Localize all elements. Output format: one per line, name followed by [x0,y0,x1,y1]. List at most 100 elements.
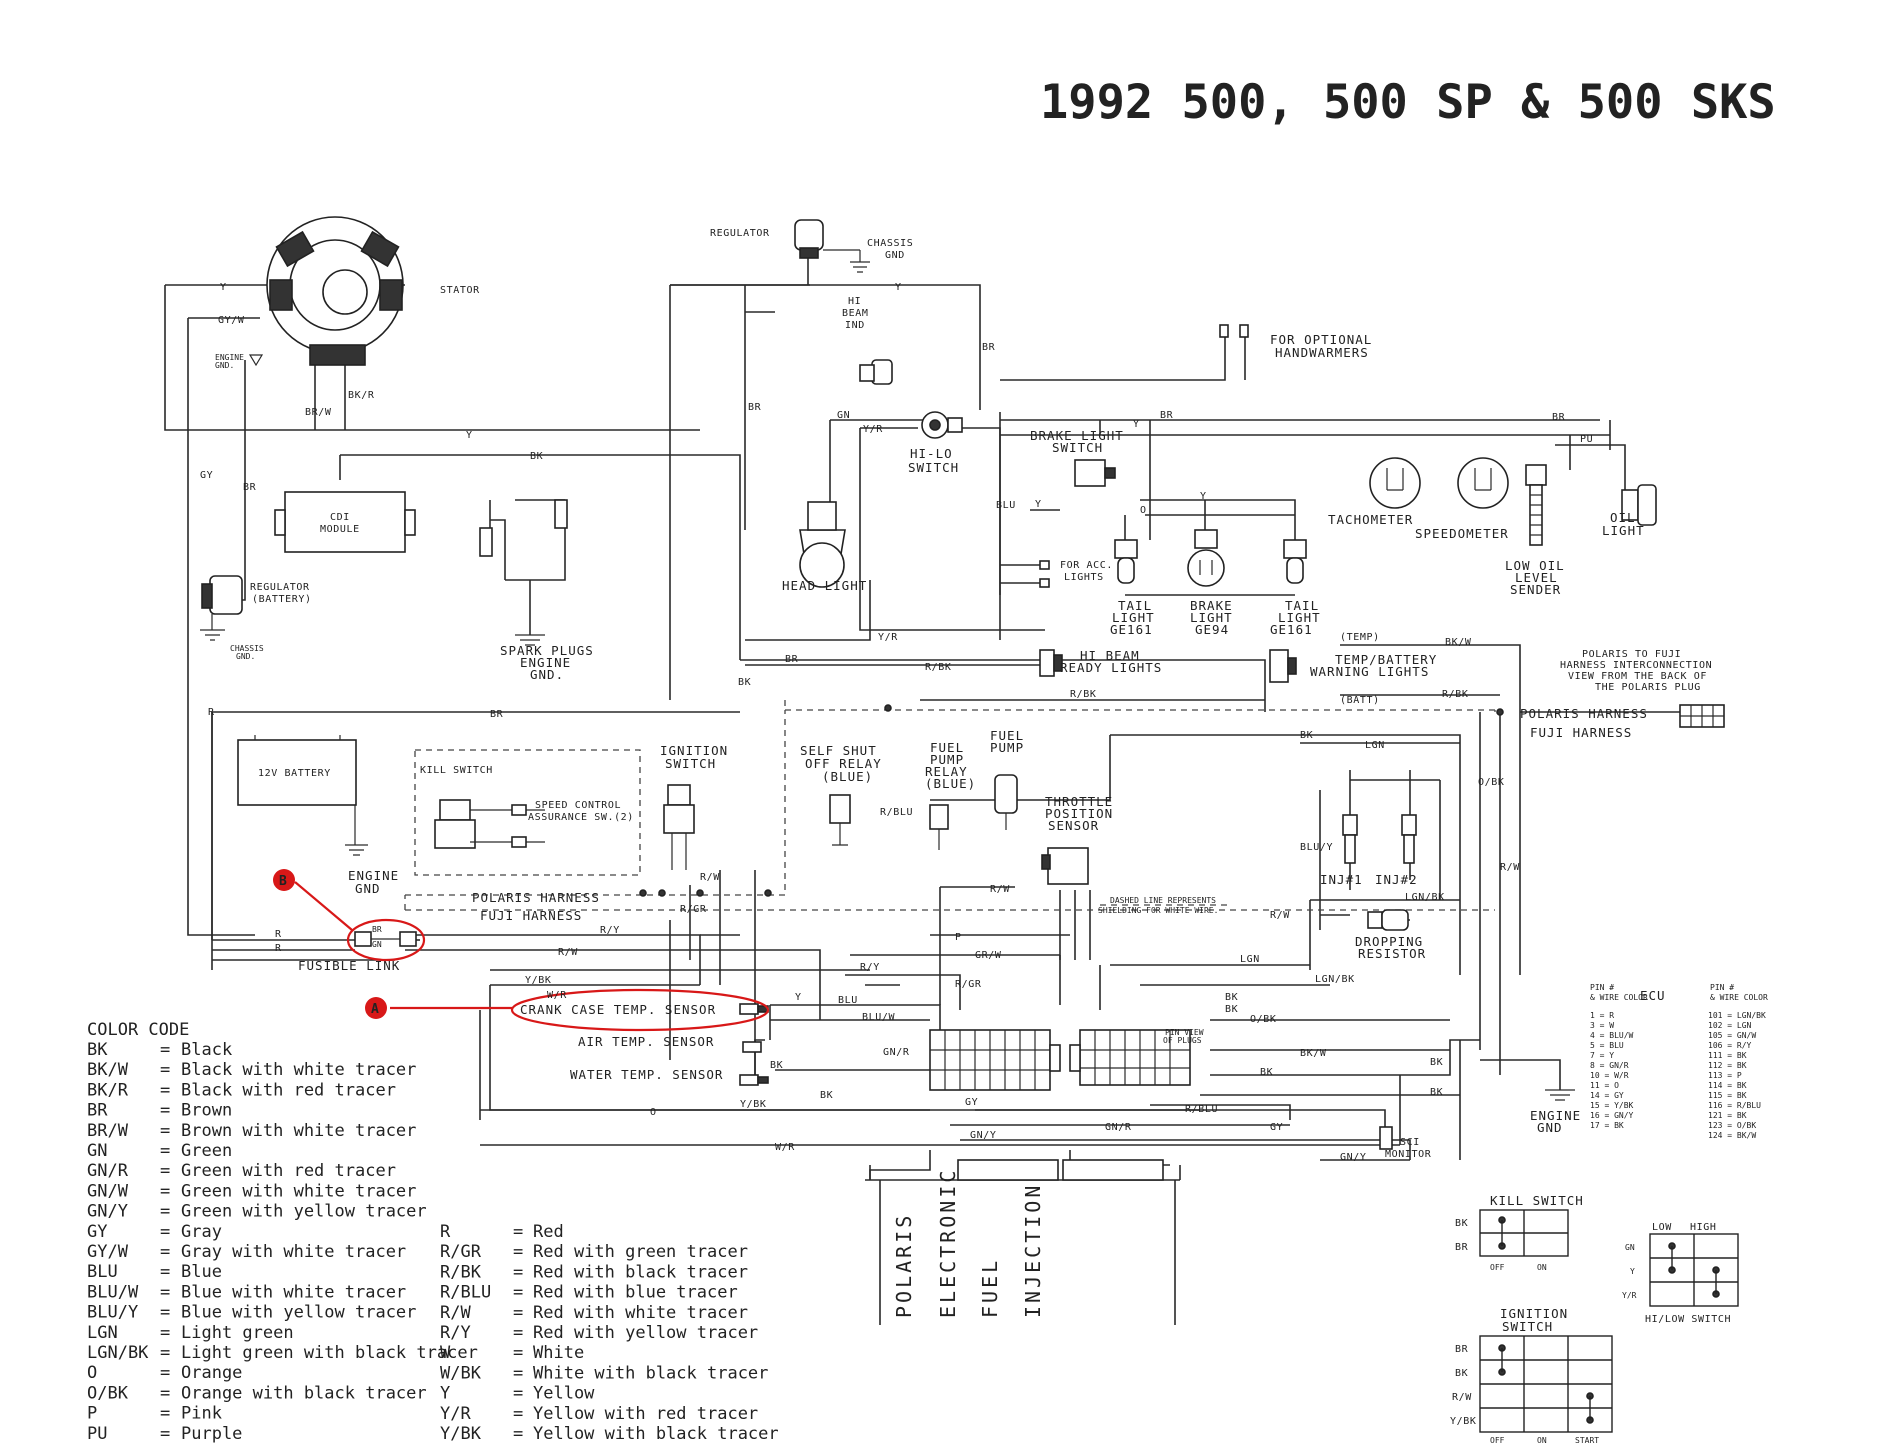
wire-label: BK/R [348,390,375,401]
wire-label: BK/W [1300,1048,1327,1059]
wire-label: O/BK [1478,777,1504,788]
wire-label: PU [1580,434,1593,445]
harness-dot-connectors [639,704,1504,897]
wire-label: O/BK [1250,1014,1276,1025]
fuel-pump-label-2: PUMP [990,740,1024,755]
wire-label: Y [895,282,902,293]
ground-symbol-icon [1545,1089,1575,1101]
wire-label: R/W [700,872,720,883]
legend-equals: = [513,1323,523,1343]
legend-equals: = [160,1181,170,1201]
legend-code: W [440,1343,451,1363]
legend-code: GY/W [87,1242,129,1262]
legend-desc: Gray with white tracer [181,1242,406,1262]
legend-desc: Yellow with black tracer [533,1424,779,1444]
wire-label: BR [372,925,382,934]
ecu-pin-entry: 102 = LGN [1708,1021,1752,1030]
regulator-battery-label-1: REGULATOR [250,582,310,593]
brake-light-switch-label-1: BRAKE LIGHT [1030,428,1124,443]
wire-label: GN/R [1105,1122,1132,1133]
ecu-pin-entry: 105 = GN/W [1708,1031,1756,1040]
fusible-link-icon [354,931,417,947]
wire-label: R/BK [1070,689,1096,700]
wire-label: BK [738,677,751,688]
speedometer-icon [1457,457,1509,509]
hi-beam-indicator-icon [859,359,893,385]
tail-light-left-icon [1114,539,1138,584]
legend-equals: = [513,1222,523,1242]
brake-light-switch-icon [1074,459,1116,487]
ecu-pin-entry: 15 = Y/BK [1590,1101,1634,1110]
ign-row-rw: R/W [1452,1392,1472,1403]
legend-desc: Blue with yellow tracer [181,1303,416,1323]
marker-a-label: A [371,1002,379,1017]
wire-label: P [955,932,962,943]
engine-gnd-top-label-1: ENGINE [215,353,244,362]
fuel-pump-icon [994,774,1018,830]
cdi-module-label-2: MODULE [320,524,360,535]
battery-icon [237,735,357,806]
ground-symbol-icon [345,805,368,856]
legend-equals: = [160,1262,170,1282]
marker-b-ellipse [346,918,426,962]
wire-label: R/BLU [880,807,913,818]
wire-label: R/W [1270,910,1290,921]
wire-label: R/GR [680,904,707,915]
ecu-pins-header-left-1: PIN # [1590,983,1614,992]
ecu-pin-table: PIN # & WIRE COLOR PIN # & WIRE COLOR 1 … [1590,983,1768,1140]
legend-desc: Red [533,1222,564,1242]
legend-code: R [440,1222,451,1242]
legend-code: BLU/W [87,1282,139,1302]
ignition-switch-label-1: IGNITION [660,743,728,758]
wire-label: R/W [990,884,1010,895]
ecu-pin-entry: 14 = GY [1590,1091,1624,1100]
legend-desc: Blue with white tracer [181,1282,406,1302]
wire-label: BR [1552,412,1566,423]
fuji-harness-mid-label: FUJI HARNESS [480,908,582,923]
pin-view-label-1: PIN VIEW [1165,1028,1204,1037]
legend-code: W/BK [440,1363,482,1383]
wire-label: GN [372,940,382,949]
hi-beam-ind-label-1: HI [848,296,861,307]
wire-label: R/Y [600,925,620,936]
stator-label: STATOR [440,285,480,296]
hi-lo-switch-label-1: HI-LO [910,446,953,461]
tachometer-icon [1369,457,1421,509]
legend-equals: = [160,1040,170,1060]
wire-label: BR [490,709,504,720]
handwarmer-connector-icon [1219,324,1249,338]
wire-label: BK [1225,992,1238,1003]
wire-label: BK [1225,1004,1238,1015]
ign-col-on: ON [1537,1436,1547,1445]
speed-control-label-2: ASSURANCE SW.(2) [528,812,634,823]
kill-switch-icon [434,799,545,849]
brake-light-icon [1187,529,1225,587]
ecu-pin-entry: 113 = P [1708,1071,1742,1080]
legend-desc: Green with yellow tracer [181,1202,427,1222]
hilo-row-y: Y [1630,1267,1635,1276]
wire-label: Y [466,430,473,441]
kill-col-off: OFF [1490,1263,1505,1272]
tps-label-2: POSITION [1045,806,1113,821]
self-shut-off-relay-label-3: (BLUE) [822,769,873,784]
cdi-module-icon [274,491,416,553]
harness-plug-icon [1679,704,1725,728]
wire-label: Y/R [878,632,898,643]
legend-code: R/W [440,1303,471,1323]
chassis-gnd-left-label-1: CHASSIS [230,644,264,653]
legend-desc: White with black tracer [533,1363,768,1383]
speed-control-label-1: SPEED CONTROL [535,800,621,811]
legend-desc: Green with red tracer [181,1161,396,1181]
legend-desc: Pink [181,1404,222,1424]
wire-label: O [650,1107,657,1118]
kill-row-br: BR [1455,1242,1469,1253]
fusible-link-label: FUSIBLE LINK [298,958,400,973]
tail-light-right-label-3: GE161 [1270,622,1313,637]
wire-label: R/BK [925,662,951,673]
ign-col-off: OFF [1490,1436,1505,1445]
ecu-pin-entry: 16 = GN/Y [1590,1111,1634,1120]
legend-desc: Light green with black tracer [181,1343,478,1363]
